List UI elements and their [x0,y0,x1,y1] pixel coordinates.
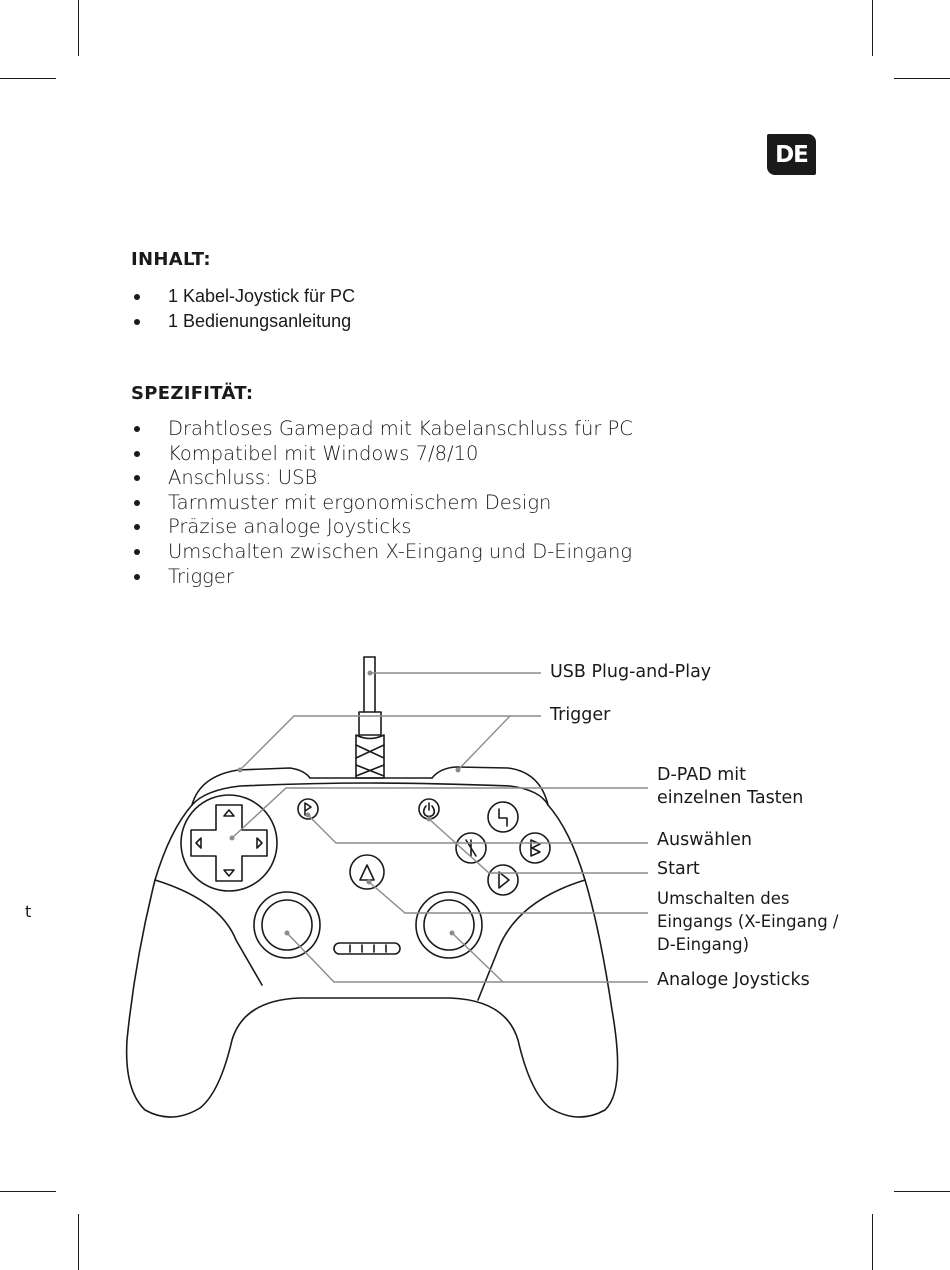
list-item: Präzise analoge Joysticks [131,515,633,540]
label-trigger: Trigger [550,705,611,725]
right-joystick-icon [415,891,483,959]
crop-mark [78,0,79,56]
grille-icon [333,942,401,955]
list-item: Drahtloses Gamepad mit Kabelanschluss fü… [131,417,633,442]
mode-button-icon [349,854,385,890]
language-badge: DE [767,134,816,175]
crop-mark [0,1191,56,1192]
label-select: Auswählen [657,830,753,850]
list-item: Kompatibel mit Windows 7/8/10 [131,442,633,467]
crop-mark [872,1214,873,1270]
specs-heading: SPEZIFITÄT: [131,383,254,404]
gamepad-body-icon [125,782,619,1118]
label-joysticks: Analoge Joysticks [657,970,810,990]
list-item: Tarnmuster mit ergonomischem Design [131,491,633,516]
list-item: Trigger [131,565,633,590]
label-start: Start [657,859,700,879]
label-dpad-line2: einzelnen Tasten [657,788,804,808]
label-usb: USB Plug-and-Play [550,662,712,682]
crop-mark [872,0,873,56]
list-item: 1 Bedienungsanleitung [131,309,355,334]
select-button-icon [297,798,319,820]
label-mode-line3: D-Eingang) [657,935,750,954]
usb-cable-icon [355,656,385,779]
left-joystick-icon [253,891,321,959]
label-dpad-line1: D-PAD mit [657,765,747,785]
contents-heading: INHALT: [131,249,211,270]
label-mode-line2: Eingangs (X-Eingang / [657,912,839,931]
stray-character: t [25,902,32,921]
contents-list: 1 Kabel-Joystick für PC 1 Bedienungsanle… [131,284,355,334]
label-mode-line1: Umschalten des [657,889,790,908]
list-item: Anschluss: USB [131,466,633,491]
list-item: Umschalten zwischen X-Eingang und D-Eing… [131,540,633,565]
list-item: 1 Kabel-Joystick für PC [131,284,355,309]
crop-mark [78,1214,79,1270]
dpad-icon [180,794,278,892]
crop-mark [0,78,56,79]
face-buttons-icon [455,801,551,896]
crop-mark [894,78,950,79]
start-button-icon [418,798,440,820]
specs-list: Drahtloses Gamepad mit Kabelanschluss fü… [131,417,633,589]
crop-mark [894,1191,950,1192]
